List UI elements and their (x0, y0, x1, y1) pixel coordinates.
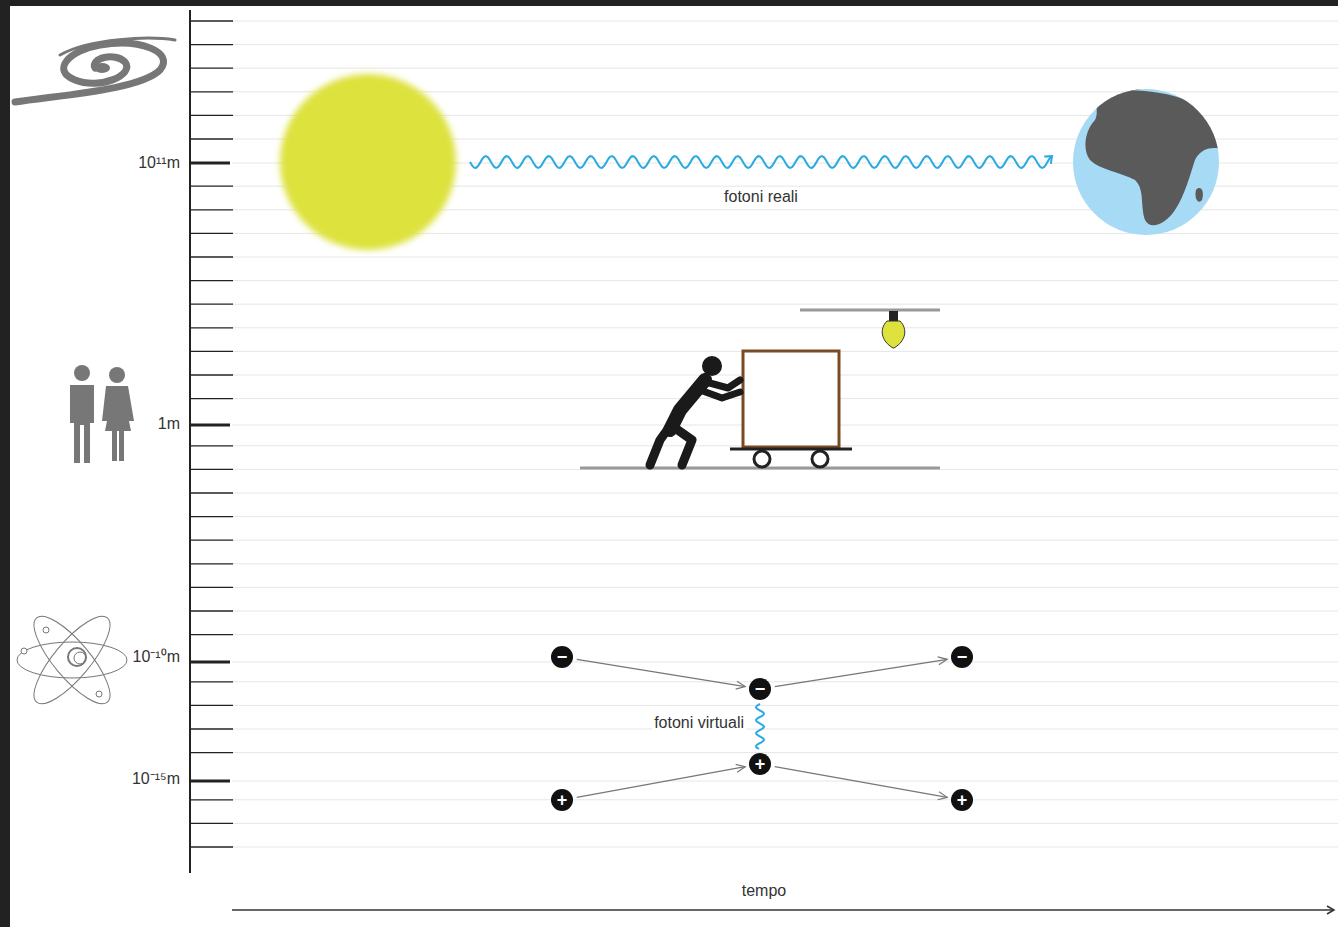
charge-sign: − (957, 648, 968, 666)
trajectory-arrow (577, 767, 745, 798)
trajectory-arrow (775, 767, 947, 798)
charge-particle: − (551, 646, 573, 668)
virtual-photon (756, 704, 764, 749)
charge-sign: + (957, 791, 968, 809)
scale-label: 10⁻¹⁰m (133, 648, 180, 666)
scale-label: 1m (158, 415, 180, 433)
axis-label: tempo (742, 882, 786, 900)
charge-sign: + (557, 791, 568, 809)
left-border (0, 0, 10, 927)
scale-label: 10¹¹m (138, 154, 180, 172)
charge-particle: + (551, 789, 573, 811)
charge-sign: − (557, 648, 568, 666)
charge-sign: − (755, 680, 766, 698)
trajectory-arrow (577, 659, 745, 686)
charge-particle: − (951, 646, 973, 668)
trajectory-arrow (775, 659, 947, 686)
top-border (0, 0, 1338, 6)
edge-label: fotoni virtuali (652, 714, 746, 732)
charge-sign: + (755, 755, 766, 773)
scale-label: 10⁻¹⁵m (132, 770, 180, 788)
charge-particle: − (749, 678, 771, 700)
charge-particle: + (951, 789, 973, 811)
charge-particle: + (749, 753, 771, 775)
photon-label: fotoni reali (724, 188, 798, 206)
